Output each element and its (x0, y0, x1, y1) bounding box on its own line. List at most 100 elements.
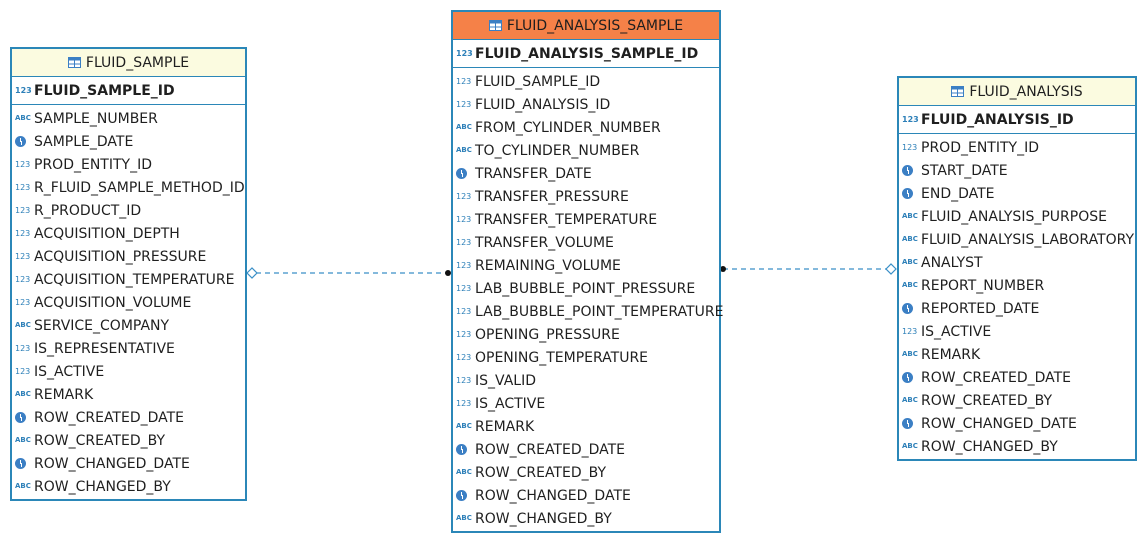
text-type-icon: ABC (456, 514, 472, 522)
column-name: FLUID_ANALYSIS_PURPOSE (921, 208, 1107, 225)
clock-icon (902, 165, 920, 176)
entity-title: FLUID_ANALYSIS (969, 83, 1083, 100)
column-name: ROW_CREATED_BY (475, 464, 606, 481)
column-name: REMAINING_VOLUME (475, 257, 621, 274)
column-name: OPENING_TEMPERATURE (475, 349, 649, 366)
clock-icon (456, 444, 474, 455)
clock-icon (902, 303, 920, 314)
numeric-type-icon: 123 (15, 205, 31, 215)
column-row[interactable]: END_DATE (899, 182, 1135, 205)
column-name: IS_ACTIVE (475, 395, 546, 412)
link-dot-analysis-sample-left (445, 270, 451, 276)
column-name: START_DATE (921, 162, 1008, 179)
primary-key-row[interactable]: 123 FLUID_SAMPLE_ID (12, 77, 245, 105)
column-name: ROW_CHANGED_DATE (921, 415, 1077, 432)
text-type-icon: ABC (902, 281, 918, 289)
column-row[interactable]: START_DATE (899, 159, 1135, 182)
entity-fluid-analysis[interactable]: FLUID_ANALYSIS 123 FLUID_ANALYSIS_ID 123… (897, 76, 1137, 461)
link-diamond-fluid-sample (246, 267, 258, 279)
numeric-type-icon: 123 (456, 306, 472, 316)
primary-key-row[interactable]: 123 FLUID_ANALYSIS_ID (899, 106, 1135, 134)
numeric-type-icon: 123 (456, 260, 472, 270)
column-row[interactable]: ROW_CREATED_DATE (453, 438, 719, 461)
column-row[interactable]: ROW_CREATED_DATE (12, 406, 245, 429)
table-icon (67, 57, 81, 68)
entity-header[interactable]: FLUID_SAMPLE (12, 49, 245, 77)
column-row[interactable]: ROW_CREATED_DATE (899, 366, 1135, 389)
column-name: ROW_CREATED_DATE (34, 409, 185, 426)
text-type-icon: ABC (902, 396, 918, 404)
clock-icon (15, 136, 33, 147)
column-name: REMARK (921, 346, 981, 363)
numeric-type-icon: 123 (456, 99, 472, 109)
column-row[interactable]: SAMPLE_DATE (12, 130, 245, 153)
column-name: SAMPLE_NUMBER (34, 110, 158, 127)
column-row[interactable]: TRANSFER_DATE (453, 162, 719, 185)
column-name: END_DATE (921, 185, 995, 202)
numeric-type-icon: 123 (15, 343, 31, 353)
entity-fluid-analysis-sample[interactable]: FLUID_ANALYSIS_SAMPLE 123 FLUID_ANALYSIS… (451, 10, 723, 533)
text-type-icon: ABC (902, 350, 918, 358)
column-name: IS_VALID (475, 372, 536, 389)
primary-key-row[interactable]: 123 FLUID_ANALYSIS_SAMPLE_ID (453, 40, 719, 68)
column-name: ANALYST (921, 254, 983, 271)
column-row[interactable]: ROW_CHANGED_DATE (12, 452, 245, 475)
numeric-type-icon: 123 (15, 85, 32, 95)
column-name: ACQUISITION_TEMPERATURE (34, 271, 235, 288)
text-type-icon: ABC (456, 468, 472, 476)
primary-key-name: FLUID_SAMPLE_ID (34, 82, 175, 99)
column-row[interactable]: ROW_CHANGED_DATE (899, 412, 1135, 435)
entity-header[interactable]: FLUID_ANALYSIS (899, 78, 1135, 106)
column-name: FLUID_ANALYSIS_LABORATORY (921, 231, 1135, 248)
text-type-icon: ABC (15, 390, 31, 398)
clock-icon (902, 188, 920, 199)
column-row[interactable]: ROW_CHANGED_DATE (453, 484, 719, 507)
column-row[interactable]: REPORTED_DATE (899, 297, 1135, 320)
entity-header[interactable]: FLUID_ANALYSIS_SAMPLE (453, 12, 719, 40)
column-name: TRANSFER_VOLUME (475, 234, 614, 251)
table-icon (488, 20, 502, 31)
